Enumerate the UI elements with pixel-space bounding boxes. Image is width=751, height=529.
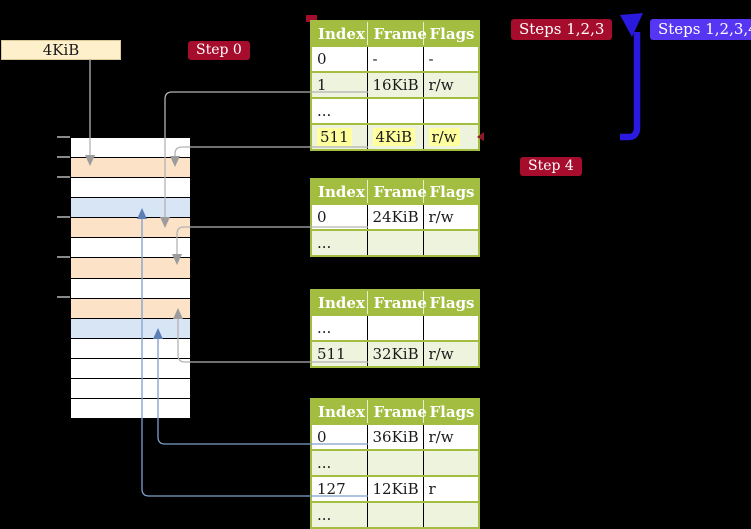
table-cell: 1 (311, 71, 367, 98)
table-cell: 511 (311, 123, 367, 150)
memory-frame-row (71, 138, 190, 159)
table-cell: ... (311, 314, 367, 341)
table-cell: 12KiB (366, 475, 423, 502)
column-header: Frame (366, 179, 427, 204)
memory-tick (57, 216, 70, 218)
memory-frame-row (71, 278, 190, 299)
memory-frame-row (71, 158, 190, 179)
table-cell (422, 314, 479, 341)
highlighted-value: 511 (317, 128, 352, 146)
memory-frame-row (71, 198, 190, 219)
column-header: Frame (366, 290, 427, 315)
table-cell: ... (311, 449, 367, 476)
column-header: Frame (366, 21, 427, 46)
table-cell: r/w (422, 203, 479, 230)
table-row: ... (311, 449, 479, 476)
column-header: Index (311, 399, 367, 424)
table-cell (366, 97, 423, 124)
table-cell (422, 449, 479, 476)
column-header: Index (311, 290, 367, 315)
step-4-badge: Step 4 (520, 157, 582, 176)
table-cell (366, 501, 423, 528)
table-cell (422, 501, 479, 528)
memory-frame-row (71, 378, 190, 400)
table-row: ... (311, 314, 479, 341)
memory-frame-row (71, 399, 190, 419)
highlighted-value: r/w (428, 128, 460, 146)
memory-frame-row (71, 358, 190, 379)
table-cell: r/w (422, 423, 479, 450)
table-cell: 511 (311, 340, 367, 367)
step-0-badge: Step 0 (188, 41, 250, 60)
table-cell: 127 (311, 475, 367, 502)
table-cell: r/w (422, 340, 479, 367)
table-row: ... (311, 501, 479, 528)
table-row: 511 4KiB r/w (311, 123, 479, 150)
table-cell: r (422, 475, 479, 502)
memory-frame-row (71, 238, 190, 259)
table-cell: - (422, 45, 479, 72)
memory-frame-row (71, 298, 190, 319)
table-cell: r/w (422, 71, 479, 98)
table-cell: 4KiB (366, 123, 423, 150)
memory-tick (57, 296, 70, 298)
table-cell (366, 449, 423, 476)
steps-1-2-3-badge: Steps 1,2,3 (511, 19, 613, 40)
column-header: Index (311, 179, 367, 204)
table-row: ... (311, 97, 479, 124)
memory-tick (57, 136, 70, 138)
table-cell: - (366, 45, 423, 72)
table-cell: ... (311, 229, 367, 256)
frame-size-label: 4KiB (1, 40, 121, 60)
table-cell: 32KiB (366, 340, 423, 367)
memory-tick (57, 176, 70, 178)
table-cell: ... (311, 97, 367, 124)
memory-frame-row (71, 318, 190, 339)
hidden-arrow-fragment (306, 15, 317, 22)
memory-tick (57, 256, 70, 258)
table-cell (366, 229, 423, 256)
table-cell: 0 (311, 45, 367, 72)
table-cell: 16KiB (366, 71, 423, 98)
table-row: 0-- (311, 45, 479, 72)
table-cell: 0 (311, 423, 367, 450)
column-header: Frame (366, 399, 427, 424)
column-header: Flags (422, 290, 479, 315)
steps-1-2-3-4-badge: Steps 1,2,3,4 (650, 19, 751, 40)
physical-memory-column (70, 137, 191, 419)
column-header: Index (311, 21, 367, 46)
walk-result-arrow (620, 13, 643, 141)
table-cell: 0 (311, 203, 367, 230)
table-cell (422, 229, 479, 256)
table-cell (422, 97, 479, 124)
memory-frame-row (71, 258, 190, 279)
memory-frame-row (71, 178, 190, 199)
column-header: Flags (422, 399, 479, 424)
table-cell: 36KiB (366, 423, 423, 450)
column-header: Flags (422, 21, 479, 46)
table-cell: 24KiB (366, 203, 423, 230)
memory-frame-row (71, 338, 190, 359)
table-cell: ... (311, 501, 367, 528)
memory-frame-row (71, 218, 190, 239)
highlighted-value: 4KiB (372, 128, 416, 146)
memory-tick (57, 156, 70, 158)
table-row: ... (311, 229, 479, 256)
table-cell (366, 314, 423, 341)
column-header: Flags (422, 179, 479, 204)
table-cell: r/w (422, 123, 479, 150)
